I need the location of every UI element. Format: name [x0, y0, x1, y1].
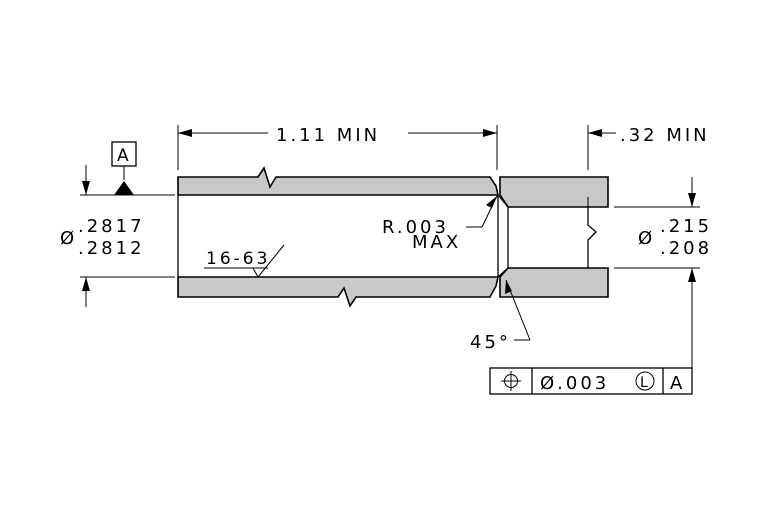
bore-diameter-dimension: Ø .2817 .2812 [60, 165, 175, 307]
bottom-wall-left [177, 276, 499, 308]
sbore-arrow-top [688, 193, 696, 207]
surface-finish-label: 16-63 [206, 249, 270, 269]
chamfer-bottom [497, 267, 509, 278]
surface-finish-note: 16-63 [204, 244, 285, 278]
sbore-arrow-bottom [688, 268, 696, 282]
bore-diameter-upper: .2817 [78, 216, 145, 237]
bottom-wall-right [499, 267, 609, 298]
lmc-modifier-icon [635, 371, 655, 391]
surface-finish-check-short [252, 267, 259, 278]
cb-arrow [588, 129, 602, 137]
part-section [177, 166, 609, 308]
fcf-modifier: L [640, 375, 648, 391]
counterbore-dimension: .32 MIN [587, 125, 710, 170]
bore-diameter-lower: .2812 [78, 238, 145, 259]
right-break-line [587, 207, 597, 268]
chamfer-angle-note: 45° [470, 279, 531, 353]
fillet-radius-line2: MAX [412, 232, 461, 253]
sbore-diameter-upper: .215 [660, 216, 712, 237]
length-arrow-left [178, 129, 192, 137]
fcf-datum: A [670, 373, 685, 394]
cb-label: .32 MIN [620, 125, 710, 146]
length-label: 1.11 MIN [276, 125, 380, 146]
fcf-border [489, 367, 693, 395]
bore-arrow-bottom [82, 277, 90, 291]
sbore-diameter-lower: .208 [660, 238, 712, 259]
datum-triangle [114, 181, 134, 195]
position-icon [501, 371, 521, 391]
sbore-diameter-symbol: Ø [638, 228, 655, 249]
small-bore-diameter-dimension: Ø .215 .208 [614, 177, 712, 368]
feature-control-frame: Ø.003 L A [489, 367, 693, 395]
fcf-tolerance: Ø.003 [540, 373, 609, 394]
fillet-radius-line1: R.003 [382, 217, 449, 238]
fillet-radius-note: R.003 MAX [382, 195, 498, 253]
length-dimension: 1.11 MIN [177, 125, 498, 170]
chamfer-top [497, 194, 509, 208]
chamfer-arrow [505, 280, 512, 294]
length-arrow-right [483, 129, 497, 137]
fillet-arrow [486, 196, 497, 208]
datum-feature-symbol: A [111, 141, 137, 195]
surface-finish-check-long [257, 244, 285, 278]
bore-diameter-symbol: Ø [60, 228, 77, 249]
top-wall-right [499, 176, 609, 208]
chamfer-angle-label: 45° [470, 332, 511, 353]
datum-letter: A [117, 146, 132, 166]
bore-arrow-top [82, 181, 90, 195]
top-wall-left [177, 166, 499, 196]
